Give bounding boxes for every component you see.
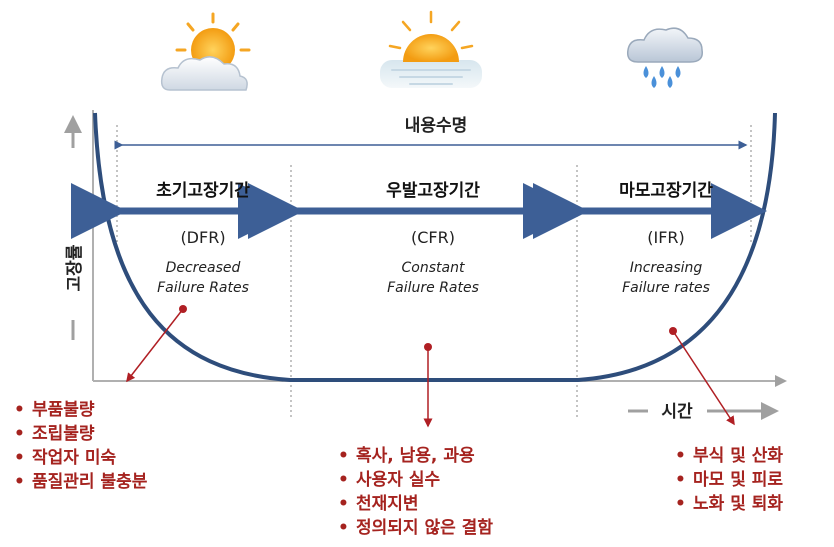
rain-cloud-icon xyxy=(626,27,703,88)
list-item: 조립불량 xyxy=(14,422,147,446)
phase-code: (IFR) xyxy=(647,228,685,247)
phase-desc-line2: Failure Rates xyxy=(387,280,479,296)
sunset-over-sea-icon xyxy=(380,10,482,88)
list-item: 마모 및 피로 xyxy=(675,468,783,492)
cfr-pointer xyxy=(423,343,433,428)
sun-behind-cloud-icon xyxy=(160,12,251,91)
phase-dfr: 초기고장기간 (DFR) Decreased Failure Rates xyxy=(156,181,250,296)
list-item: 혹사, 남용, 과용 xyxy=(338,444,493,468)
list-item: 부품불량 xyxy=(14,398,147,422)
list-item: 정의되지 않은 결함 xyxy=(338,516,493,540)
lifespan-label: 내용수명 xyxy=(405,116,468,136)
ifr-pointer xyxy=(669,327,735,426)
phase-code: (DFR) xyxy=(180,228,225,247)
phase-desc-line2: Failure rates xyxy=(622,280,710,296)
phase-desc-line1: Decreased xyxy=(166,260,241,276)
phase-cfr: 우발고장기간 (CFR) Constant Failure Rates xyxy=(386,181,480,296)
bathtub-curve xyxy=(93,112,777,382)
list-item: 사용자 실수 xyxy=(338,468,493,492)
phase-title: 초기고장기간 xyxy=(156,181,250,201)
cfr-causes-list: 혹사, 남용, 과용 사용자 실수 천재지변 정의되지 않은 결함 xyxy=(338,444,493,540)
phase-title: 우발고장기간 xyxy=(386,181,480,201)
list-item: 부식 및 산화 xyxy=(675,444,783,468)
dfr-causes-list: 부품불량 조립불량 작업자 미숙 품질관리 불충분 xyxy=(14,398,147,494)
list-item: 작업자 미숙 xyxy=(14,446,147,470)
y-axis-label: 고장률 xyxy=(65,244,85,291)
cause-pointers xyxy=(126,305,735,428)
phase-ifr: 마모고장기간 (IFR) Increasing Failure rates xyxy=(619,181,713,296)
ifr-causes-list: 부식 및 산화 마모 및 피로 노화 및 퇴화 xyxy=(675,444,783,516)
dfr-pointer xyxy=(126,305,187,383)
list-item: 노화 및 퇴화 xyxy=(675,492,783,516)
phase-desc-line1: Constant xyxy=(402,260,465,276)
x-axis-label: 시간 xyxy=(661,402,693,422)
list-item: 품질관리 불충분 xyxy=(14,470,147,494)
phase-desc-line1: Increasing xyxy=(630,260,703,276)
list-item: 천재지변 xyxy=(338,492,493,516)
phase-title: 마모고장기간 xyxy=(619,181,713,201)
phase-code: (CFR) xyxy=(411,228,455,247)
phase-desc-line2: Failure Rates xyxy=(157,280,249,296)
